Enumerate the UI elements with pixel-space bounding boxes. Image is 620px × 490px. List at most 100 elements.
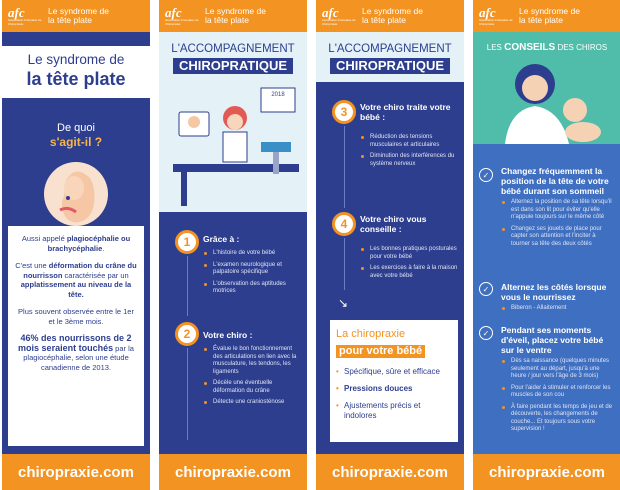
list-item: Les exercices à faire à la maison avec v… xyxy=(360,265,458,280)
logo-text: afc xyxy=(322,4,339,20)
title-line-2: CHIROPRATIQUE xyxy=(330,58,450,74)
timeline-line xyxy=(187,256,188,316)
panel-title: Le syndrome de la tête plate xyxy=(2,46,150,98)
bullet-icon: • xyxy=(336,384,339,393)
question-line-2: s'agit-il ? xyxy=(49,135,103,149)
step-number-3: 3 xyxy=(332,100,356,124)
baby-head-illustration xyxy=(44,162,108,226)
timeline-line xyxy=(344,126,345,208)
p2-mid: caractérisée par un xyxy=(62,270,129,280)
panel-title: LES CONSEILS DES CHIROS xyxy=(473,42,620,53)
item-text: Spécifique, sûre et efficace xyxy=(344,367,440,376)
check-icon: ✓ xyxy=(479,282,493,296)
tips-area xyxy=(473,144,620,454)
paragraph-aka: Aussi appelé plagiocéphalie ou brachycép… xyxy=(14,234,138,253)
section-title: Votre chiro : xyxy=(203,330,253,340)
benefits-card: La chiropraxie pour votre bébé •Spécifiq… xyxy=(330,320,458,442)
section-grace-a: Grâce à : L'histoire de votre bébé L'exa… xyxy=(203,234,301,300)
bullet-list: Biberon - Allaitement xyxy=(501,305,615,313)
tip-feeding: Alternez les côtés lorsque vous le nourr… xyxy=(501,282,615,317)
list-item: •Spécifique, sûre et efficace xyxy=(336,367,452,377)
question: De quoi s'agit-il ? xyxy=(2,122,150,149)
p1-bold: plagiocéphalie ou brachycéphalie xyxy=(47,234,131,253)
step-number-4: 4 xyxy=(332,212,356,236)
item-text: Pressions douces xyxy=(344,384,413,393)
logo-subtitle: Association Française de Chiropraxie xyxy=(8,17,42,26)
tip-title: Alternez les côtés lorsque vous le nourr… xyxy=(501,282,607,302)
header-title: Le syndrome de la tête plate xyxy=(519,5,580,25)
arrow-down-icon: ↘ xyxy=(338,296,349,310)
title-bold: CONSEILS xyxy=(504,42,556,53)
list-item: Réduction des tensions musculaires et ar… xyxy=(360,134,458,149)
p2-pre: C'est une xyxy=(15,261,49,270)
p1-post: . xyxy=(102,243,105,253)
card-title-1: La chiropraxie xyxy=(336,328,406,340)
footer-link[interactable]: chiropraxie.com xyxy=(159,454,307,490)
tip-title: Changez fréquemment la position de la tê… xyxy=(501,166,609,196)
logo-text: afc xyxy=(8,4,25,20)
panel-title: L'ACCOMPAGNEMENT CHIROPRATIQUE xyxy=(167,42,299,74)
list-item: L'examen neurologique et palpatoire spéc… xyxy=(203,262,301,277)
title-pre: LES xyxy=(486,43,505,52)
footer-link[interactable]: chiropraxie.com xyxy=(473,454,620,490)
section-title: Grâce à : xyxy=(203,234,240,244)
paragraph-age: Plus souvent observée entre le 1er et le… xyxy=(18,307,134,326)
benefits-list: •Spécifique, sûre et efficace •Pressions… xyxy=(336,367,452,421)
paragraph-statistic: 46% des nourrissons de 2 mois seraient t… xyxy=(14,333,138,372)
title-line-2: CHIROPRATIQUE xyxy=(173,58,293,74)
header-title: Le syndrome de la tête plate xyxy=(362,5,423,25)
tip-title: Pendant ses moments d'éveil, placez votr… xyxy=(501,325,604,355)
list-item: Alternez la position de sa tête lorsqu'i… xyxy=(501,199,615,222)
panel-title: L'ACCOMPAGNEMENT CHIROPRATIQUE xyxy=(324,42,456,74)
logo-text: afc xyxy=(479,4,496,20)
step-number-2: 2 xyxy=(175,322,199,346)
bullet-list: L'histoire de votre bébé L'examen neurol… xyxy=(203,250,301,296)
logo-text: afc xyxy=(165,4,182,20)
p2-bold-1: déformation du crâne du nourrisson xyxy=(23,261,137,280)
section-title: Votre chiro traite votre bébé : xyxy=(360,102,451,122)
list-item: L'histoire de votre bébé xyxy=(203,250,301,258)
paragraph-definition: C'est une déformation du crâne du nourri… xyxy=(14,261,138,299)
bullet-list: Les bonnes pratiques posturales pour vot… xyxy=(360,246,458,280)
bullet-list: Dès sa naissance (quelques minutes seule… xyxy=(501,358,615,434)
statistic-bold: 46% des nourrissons de 2 mois seraient t… xyxy=(18,333,132,353)
p1-pre: Aussi appelé xyxy=(21,234,67,243)
logo-subtitle: Association Française de Chiropraxie xyxy=(479,17,513,26)
list-item: L'observation des aptitudes motrices xyxy=(203,281,301,296)
list-item: À faire pendant les temps de jeu et de d… xyxy=(501,404,615,434)
section-title: Votre chiro vous conseille : xyxy=(360,214,427,234)
title-line-1: L'ACCOMPAGNEMENT xyxy=(328,43,452,55)
title-line-1: L'ACCOMPAGNEMENT xyxy=(171,43,295,55)
step-number-1: 1 xyxy=(175,230,199,254)
p2-bold-2: applatissement au niveau de la tête. xyxy=(20,280,132,299)
footer-link[interactable]: chiropraxie.com xyxy=(316,454,464,490)
list-item: Changez ses jouets de place pour capter … xyxy=(501,226,615,249)
logo-subtitle: Association Française de Chiropraxie xyxy=(322,17,356,26)
list-item: Détecte une craniosténose xyxy=(203,399,301,407)
card-title-2: pour votre bébé xyxy=(336,345,426,358)
bullet-list: Alternez la position de sa tête lorsqu'i… xyxy=(501,199,615,248)
definition-card: Aussi appelé plagiocéphalie ou brachycép… xyxy=(8,226,144,446)
header-title: Le syndrome de la tête plate xyxy=(205,5,266,25)
bullet-icon: • xyxy=(336,401,339,410)
list-item: Pour l'aider à stimuler et renforcer les… xyxy=(501,385,615,400)
section-traite: Votre chiro traite votre bébé : Réductio… xyxy=(360,102,458,172)
chiropractor-illustration: 2018 xyxy=(173,87,299,206)
list-item: Diminution des interférences du système … xyxy=(360,153,458,168)
title-post: DES CHIROS xyxy=(555,43,608,52)
list-item: Les bonnes pratiques posturales pour vot… xyxy=(360,246,458,261)
statistic-text: par la plagiocéphalie, selon une étude c… xyxy=(23,343,134,372)
list-item: •Ajustements précis et indolores xyxy=(336,401,452,421)
bullet-list: Réduction des tensions musculaires et ar… xyxy=(360,134,458,168)
footer-link[interactable]: chiropraxie.com xyxy=(2,454,150,490)
